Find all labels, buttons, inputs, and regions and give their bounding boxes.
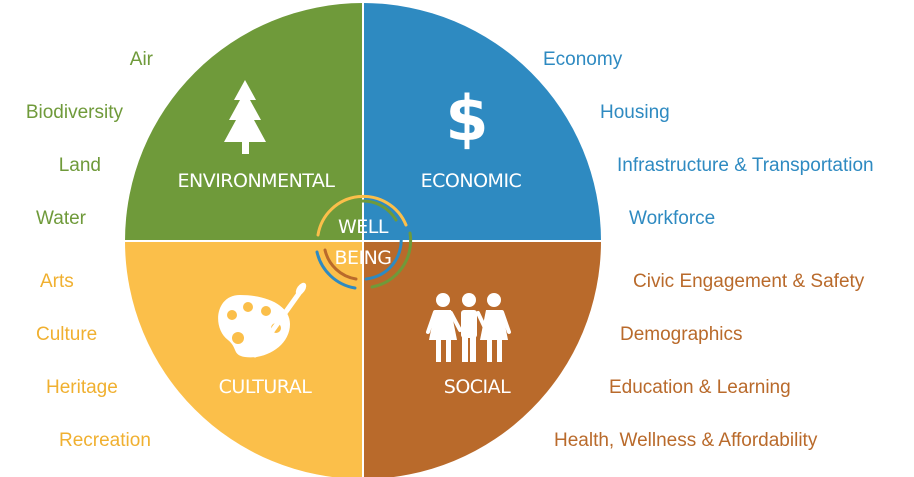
center-emblem [315,194,413,290]
eco-item-infrastructure: Infrastructure & Transportation [617,155,874,176]
center-text-being: BEING [334,247,391,269]
cultural-quadrant [125,241,363,477]
eco-item-workforce: Workforce [629,208,715,229]
cult-item-arts: Arts [40,271,74,292]
economic-quadrant [363,3,601,241]
soc-item-health: Health, Wellness & Affordability [554,430,818,451]
soc-item-education: Education & Learning [609,377,791,398]
dollar-icon: $ [445,82,488,155]
economic-title: ECONOMIC [421,170,522,192]
people-icon [426,293,511,362]
svg-text:$: $ [445,82,488,155]
eco-item-housing: Housing [600,102,670,123]
soc-item-demographics: Demographics [620,324,743,345]
environmental-title: ENVIRONMENTAL [177,170,335,192]
social-quadrant [363,241,601,477]
env-item-biodiversity: Biodiversity [26,102,124,123]
soc-item-civic: Civic Engagement & Safety [633,271,865,292]
cultural-title: CULTURAL [219,376,313,398]
env-item-air: Air [130,49,154,70]
cult-item-recreation: Recreation [59,430,151,451]
tree-icon [224,80,266,154]
eco-item-economy: Economy [543,49,623,70]
palette-icon [218,282,307,358]
env-item-water: Water [36,208,87,229]
cult-item-culture: Culture [36,324,97,345]
social-title: SOCIAL [444,376,511,398]
cult-item-heritage: Heritage [46,377,118,398]
env-item-land: Land [59,155,101,176]
center-text-well: WELL [338,216,389,238]
